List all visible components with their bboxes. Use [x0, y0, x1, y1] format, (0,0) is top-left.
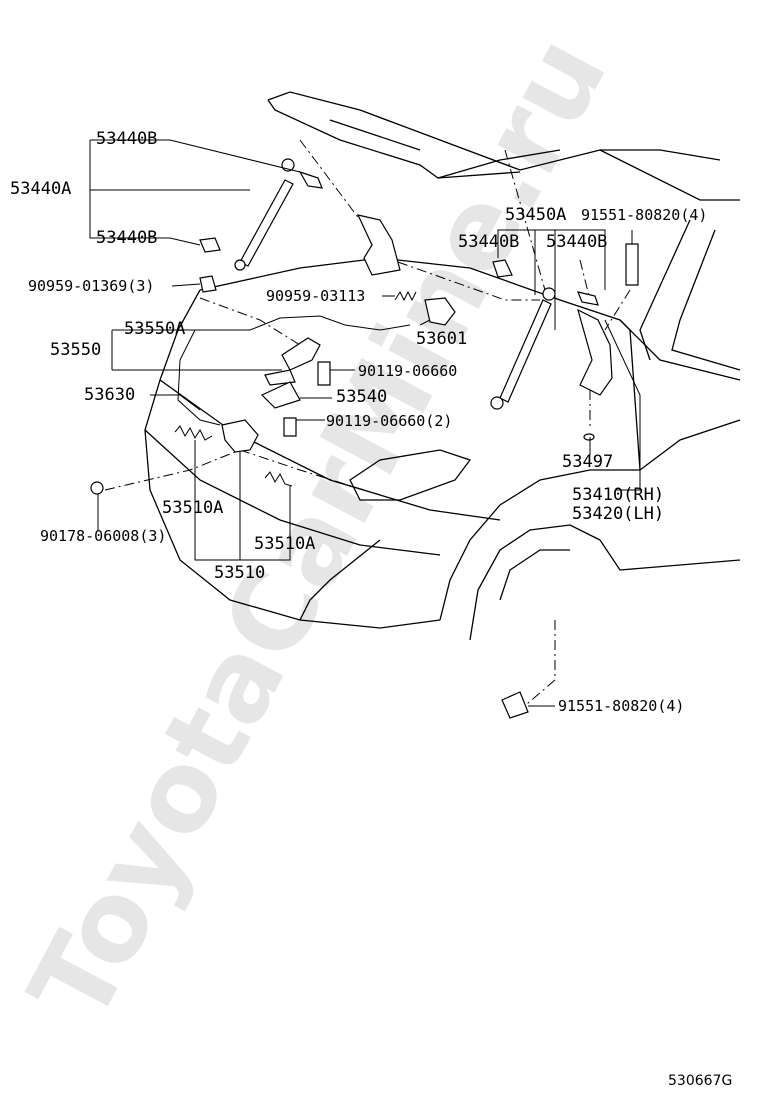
label-53550A: 53550A — [124, 319, 185, 339]
label-53601: 53601 — [416, 329, 467, 349]
part-labels: 53440B 53440A 53440B 90959-01369(3) 9095… — [10, 129, 732, 1089]
label-90959-03113: 90959-03113 — [266, 287, 365, 305]
label-91551-80820-bottom: 91551-80820(4) — [558, 697, 684, 715]
label-53630: 53630 — [84, 385, 135, 405]
hood-support-left — [199, 158, 323, 271]
spring-icon — [174, 425, 213, 441]
nut-icon — [90, 481, 104, 495]
label-53510: 53510 — [214, 563, 265, 583]
bolt-icon — [501, 691, 529, 719]
spring-icon — [394, 290, 417, 302]
car-body-outline — [144, 91, 741, 641]
callout-lines — [89, 139, 641, 707]
parts — [90, 158, 639, 719]
label-53440B-left: 53440B — [96, 228, 157, 248]
bolt-icon — [317, 361, 331, 386]
label-53440B-mid2: 53440B — [546, 232, 607, 252]
label-53420-lh: 53420(LH) — [572, 504, 664, 524]
label-91551-80820-top: 91551-80820(4) — [581, 206, 707, 224]
hood-support-right — [490, 259, 599, 410]
release-lever — [281, 337, 321, 371]
label-53497: 53497 — [562, 452, 613, 472]
label-53410-rh: 53410(RH) — [572, 485, 664, 505]
bolt-icon — [625, 243, 639, 286]
bolt-icon — [283, 417, 297, 437]
label-53510A-left: 53510A — [162, 498, 223, 518]
lock-bracket — [260, 381, 301, 409]
label-90178-06008: 90178-06008(3) — [40, 527, 166, 545]
dashed-leaders — [104, 139, 631, 711]
hood-hinge-right — [577, 308, 613, 396]
washer-icon — [583, 433, 595, 441]
label-53450A: 53450A — [505, 205, 566, 225]
label-53440B-mid1: 53440B — [458, 232, 519, 252]
spring-icon — [264, 471, 293, 487]
label-90119-06660: 90119-06660 — [358, 362, 457, 380]
label-90959-01369: 90959-01369(3) — [28, 277, 154, 295]
label-53440B-top: 53440B — [96, 129, 157, 149]
clip-icon — [199, 275, 217, 293]
release-cable — [249, 315, 411, 331]
diagram-code: 530667G — [668, 1073, 732, 1089]
hood-hinge-left — [356, 214, 401, 276]
hood-lock — [221, 419, 259, 453]
label-53540: 53540 — [336, 387, 387, 407]
label-53510A-right: 53510A — [254, 534, 315, 554]
label-53550: 53550 — [50, 340, 101, 360]
label-90119-06660-2: 90119-06660(2) — [326, 412, 452, 430]
hood-lock-catch — [424, 297, 456, 326]
label-53440A: 53440A — [10, 179, 71, 199]
